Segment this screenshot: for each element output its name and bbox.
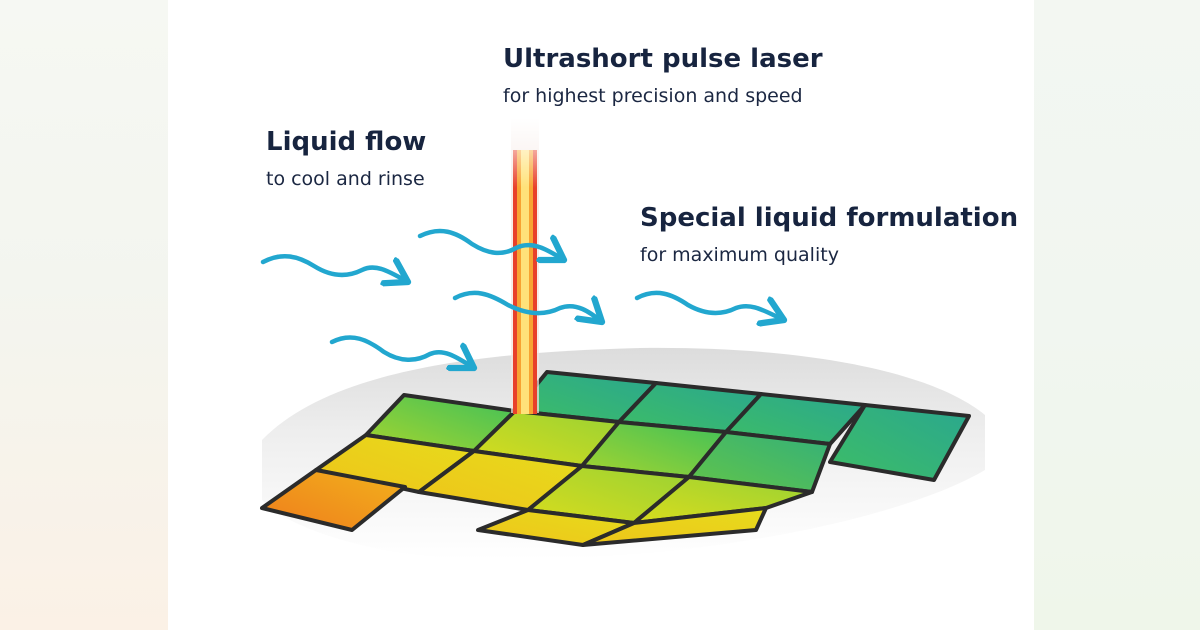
liquid-flow-arrows — [260, 228, 784, 368]
right-backdrop — [1034, 0, 1200, 630]
flow-arrow-icon — [329, 335, 474, 368]
chip-tile — [581, 506, 768, 547]
chip-tile — [828, 403, 971, 482]
formulation-label: Special liquid formulation for maximum q… — [640, 201, 1018, 269]
laser-title: Ultrashort pulse laser — [503, 44, 823, 74]
chip-tile — [260, 468, 407, 532]
laser-subtitle: for highest precision and speed — [503, 85, 803, 107]
liquid-flow-title: Liquid flow — [266, 127, 427, 157]
formulation-title: Special liquid formulation — [640, 203, 1019, 233]
flow-arrow-icon — [634, 290, 784, 320]
laser-beam — [511, 118, 539, 414]
liquid-flow-subtitle: to cool and rinse — [266, 168, 425, 190]
flow-arrow-icon — [417, 228, 564, 260]
formulation-subtitle: for maximum quality — [640, 244, 839, 266]
laser-label: Ultrashort pulse laser for highest preci… — [503, 42, 823, 110]
left-backdrop — [0, 0, 168, 630]
flow-arrow-icon — [452, 290, 602, 322]
flow-arrow-icon — [260, 253, 408, 282]
liquid-flow-label: Liquid flow to cool and rinse — [266, 125, 426, 193]
chip-grid — [260, 370, 971, 547]
